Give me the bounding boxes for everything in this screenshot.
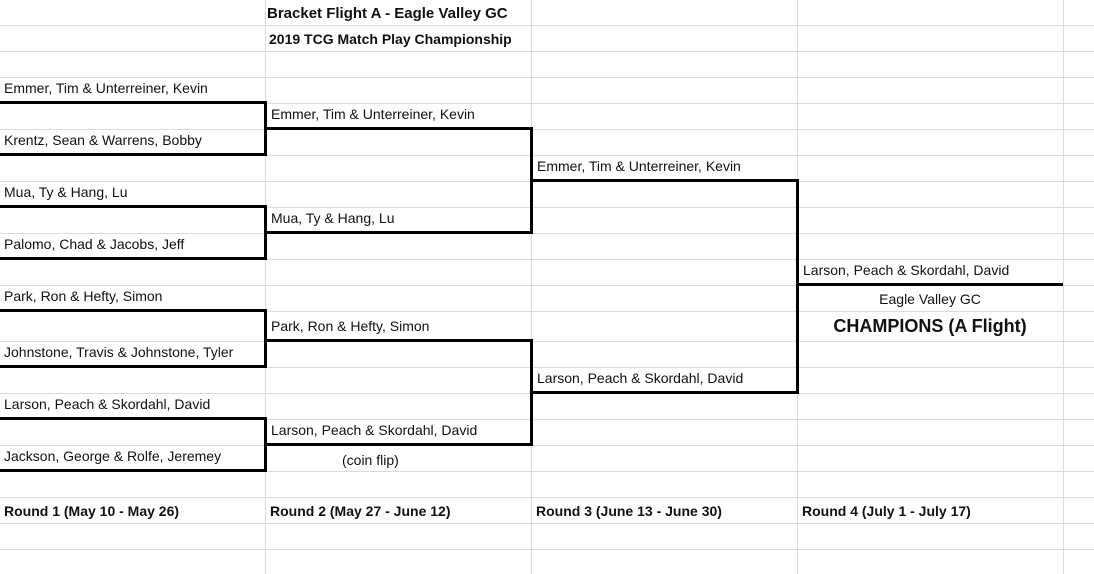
- bracket-line: [531, 179, 799, 182]
- bracket-line: [797, 283, 1063, 286]
- round3-label: Round 3 (June 13 - June 30): [536, 503, 722, 519]
- grid-row-line: [0, 233, 1094, 234]
- round1-team[interactable]: Mua, Ty & Hang, Lu: [4, 184, 128, 200]
- round2-team[interactable]: Mua, Ty & Hang, Lu: [271, 210, 395, 226]
- bracket-line: [0, 469, 267, 472]
- bracket-line: [0, 205, 267, 208]
- grid-row-line: [0, 341, 1094, 342]
- bracket-line: [0, 417, 267, 420]
- bracket-line: [265, 127, 533, 130]
- grid-row-line: [0, 523, 1094, 524]
- round1-team[interactable]: Emmer, Tim & Unterreiner, Kevin: [4, 80, 208, 96]
- grid-row-line: [0, 259, 1094, 260]
- grid-row-line: [0, 129, 1094, 130]
- bracket-line: [264, 309, 267, 368]
- round3-team[interactable]: Larson, Peach & Skordahl, David: [537, 370, 744, 386]
- round1-team[interactable]: Palomo, Chad & Jacobs, Jeff: [4, 236, 185, 252]
- grid-row-line: [0, 497, 1094, 498]
- round1-team[interactable]: Krentz, Sean & Warrens, Bobby: [4, 132, 202, 148]
- round2-team[interactable]: Park, Ron & Hefty, Simon: [271, 318, 430, 334]
- bracket-line: [0, 309, 267, 312]
- round4-label: Round 4 (July 1 - July 17): [802, 503, 971, 519]
- grid-row-line: [0, 25, 1094, 26]
- championship-subtitle: 2019 TCG Match Play Championship: [269, 31, 512, 47]
- round2-label: Round 2 (May 27 - June 12): [270, 503, 451, 519]
- grid-row-line: [0, 285, 1094, 286]
- champion-club: Eagle Valley GC: [879, 291, 981, 307]
- round1-team[interactable]: Park, Ron & Hefty, Simon: [4, 288, 163, 304]
- grid-col-line: [531, 0, 532, 574]
- round1-team[interactable]: Jackson, George & Rolfe, Jeremey: [4, 448, 222, 464]
- grid-row-line: [0, 207, 1094, 208]
- bracket-line: [0, 101, 267, 104]
- grid-row-line: [0, 51, 1094, 52]
- grid-row-line: [0, 549, 1094, 550]
- grid-row-line: [0, 471, 1094, 472]
- grid-row-line: [0, 155, 1094, 156]
- grid-col-line: [1063, 0, 1064, 574]
- grid-row-line: [0, 77, 1094, 78]
- grid-row-line: [0, 311, 1094, 312]
- round3-team[interactable]: Emmer, Tim & Unterreiner, Kevin: [537, 158, 741, 174]
- coin-flip-note: (coin flip): [342, 452, 399, 468]
- round1-team[interactable]: Johnstone, Travis & Johnstone, Tyler: [4, 344, 234, 360]
- grid-col-line: [265, 0, 266, 574]
- bracket-line: [265, 231, 533, 234]
- bracket-line: [265, 339, 533, 342]
- bracket-line: [0, 153, 267, 156]
- round2-team[interactable]: Emmer, Tim & Unterreiner, Kevin: [271, 106, 475, 122]
- round2-team[interactable]: Larson, Peach & Skordahl, David: [271, 422, 478, 438]
- bracket-title: Bracket Flight A - Eagle Valley GC: [267, 5, 508, 22]
- bracket-line: [265, 443, 533, 446]
- round4-team[interactable]: Larson, Peach & Skordahl, David: [803, 262, 1010, 278]
- grid-row-line: [0, 419, 1094, 420]
- bracket-line: [0, 365, 267, 368]
- champions-label: CHAMPIONS (A Flight): [833, 316, 1027, 336]
- grid-row-line: [0, 445, 1094, 446]
- grid-row-line: [0, 367, 1094, 368]
- bracket-line: [0, 257, 267, 260]
- round1-label: Round 1 (May 10 - May 26): [4, 503, 180, 519]
- bracket-line: [531, 391, 799, 394]
- grid-row-line: [0, 103, 1094, 104]
- round1-team[interactable]: Larson, Peach & Skordahl, David: [4, 396, 211, 412]
- bracket-line: [796, 179, 799, 394]
